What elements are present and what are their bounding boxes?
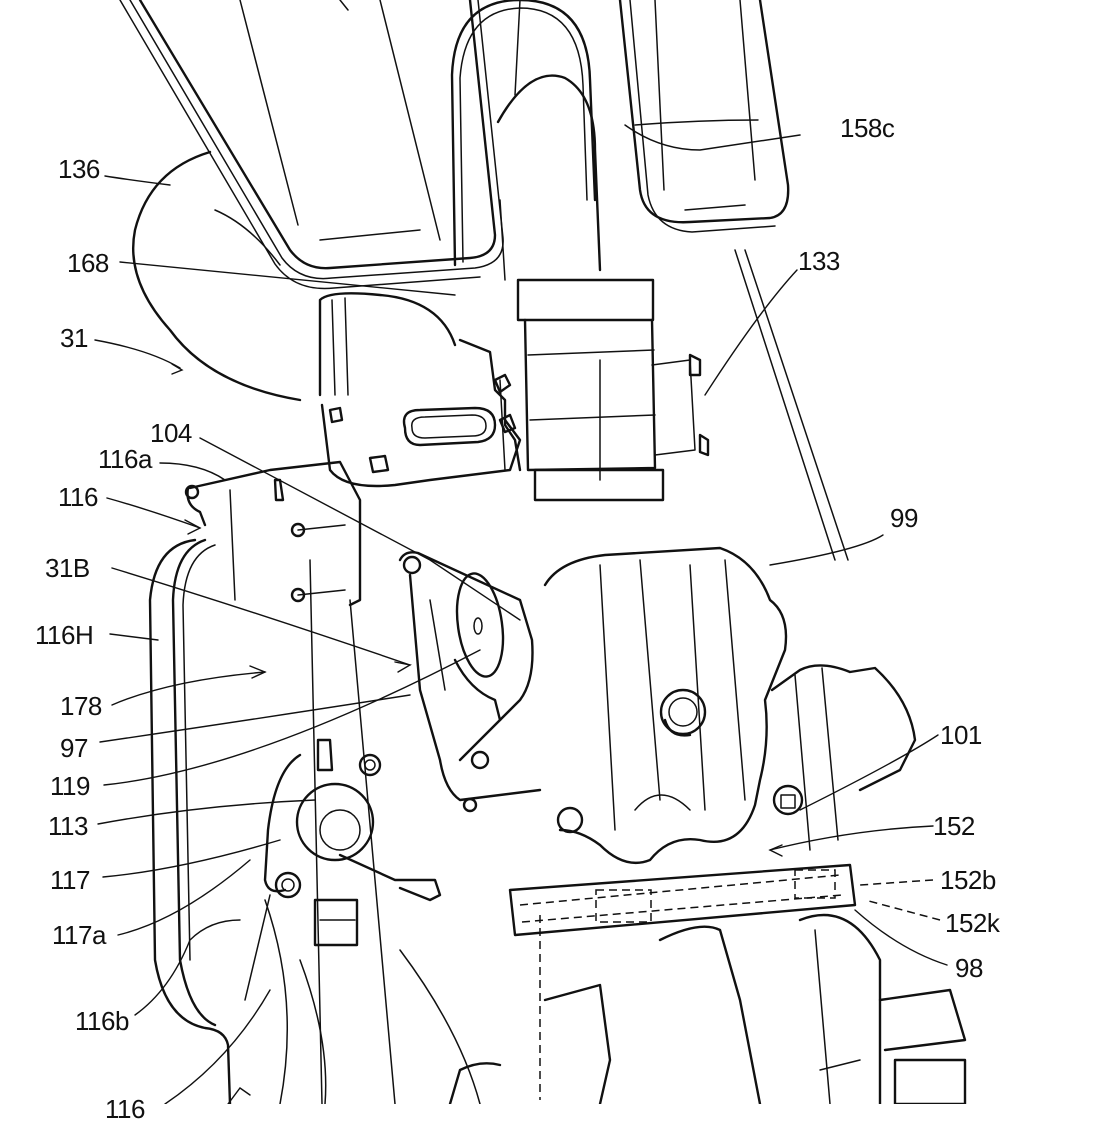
label-152b: 152b — [940, 865, 996, 895]
leader-116H — [109, 633, 159, 641]
cover-116 — [184, 460, 362, 607]
label-136: 136 — [58, 154, 100, 184]
leader-158c — [634, 119, 759, 126]
leader-136 — [104, 175, 171, 186]
label-99: 99 — [890, 503, 918, 533]
leader-119 — [103, 649, 481, 786]
label-104: 104 — [150, 418, 192, 448]
intake-duct-u — [450, 0, 602, 281]
label-116: 116 — [58, 482, 98, 512]
leader-97 — [99, 694, 411, 743]
leader-116 — [106, 497, 201, 529]
leader-99 — [769, 534, 884, 566]
label-partial-bottom: 116 — [105, 1094, 145, 1124]
leader-98 — [854, 909, 948, 966]
resonator-136 — [131, 150, 302, 402]
label-31: 31 — [60, 323, 88, 353]
pipe-clamp-133 — [516, 278, 710, 502]
leader-152b — [859, 879, 934, 886]
leader-31B — [111, 567, 411, 666]
arrow-31 — [171, 363, 184, 375]
label-31B: 31B — [45, 553, 90, 583]
leader-152 — [769, 825, 934, 851]
right-housing — [618, 0, 801, 233]
label-158c: 158c — [840, 113, 895, 143]
lower-arm-98 — [543, 913, 967, 1104]
leader-117a — [117, 859, 251, 936]
label-116b: 116b — [75, 1006, 129, 1036]
axle-152 — [462, 797, 857, 1100]
label-116H: 116H — [35, 620, 94, 650]
leader-lines — [94, 119, 948, 1104]
leader-31 — [94, 339, 181, 369]
right-cover-101 — [770, 664, 917, 851]
leader-168 — [119, 261, 456, 296]
label-178: 178 — [60, 691, 102, 721]
tensioner-pulley — [453, 572, 505, 722]
arrow-152 — [768, 844, 783, 857]
throttle-body — [318, 292, 522, 488]
label-116a: 116a — [98, 444, 152, 474]
label-97: 97 — [60, 733, 88, 763]
pump-117 — [263, 738, 442, 947]
label-152k: 152k — [945, 908, 1000, 938]
label-168: 168 — [67, 248, 109, 278]
cover-99 — [543, 546, 788, 865]
air-cleaner-box — [119, 0, 504, 290]
label-101: 101 — [940, 720, 982, 750]
arrow-31B — [394, 661, 412, 673]
frame-rail — [734, 249, 849, 561]
label-133: 133 — [798, 246, 840, 276]
arrow-178 — [249, 665, 267, 679]
leader-133 — [704, 269, 798, 396]
housing-116H — [148, 538, 396, 1104]
label-117a: 117a — [52, 920, 106, 950]
label-113: 113 — [48, 811, 88, 841]
arrow-116 — [184, 519, 202, 535]
label-152: 152 — [933, 811, 975, 841]
leader-104 — [199, 437, 521, 621]
bracket — [458, 338, 522, 472]
leader-152k — [864, 899, 941, 921]
leader-116a — [159, 462, 226, 481]
arrow-partial — [227, 1087, 251, 1104]
leader-partial — [164, 989, 271, 1104]
label-98: 98 — [955, 953, 983, 983]
label-117: 117 — [50, 865, 90, 895]
leader-113 — [97, 799, 316, 825]
leader-117 — [102, 839, 281, 878]
leader-178 — [111, 671, 266, 706]
label-119: 119 — [50, 771, 90, 801]
lower-structure — [244, 894, 502, 1104]
leader-101 — [799, 734, 939, 811]
frame-97 — [398, 551, 542, 802]
leader-116b — [134, 919, 241, 1016]
